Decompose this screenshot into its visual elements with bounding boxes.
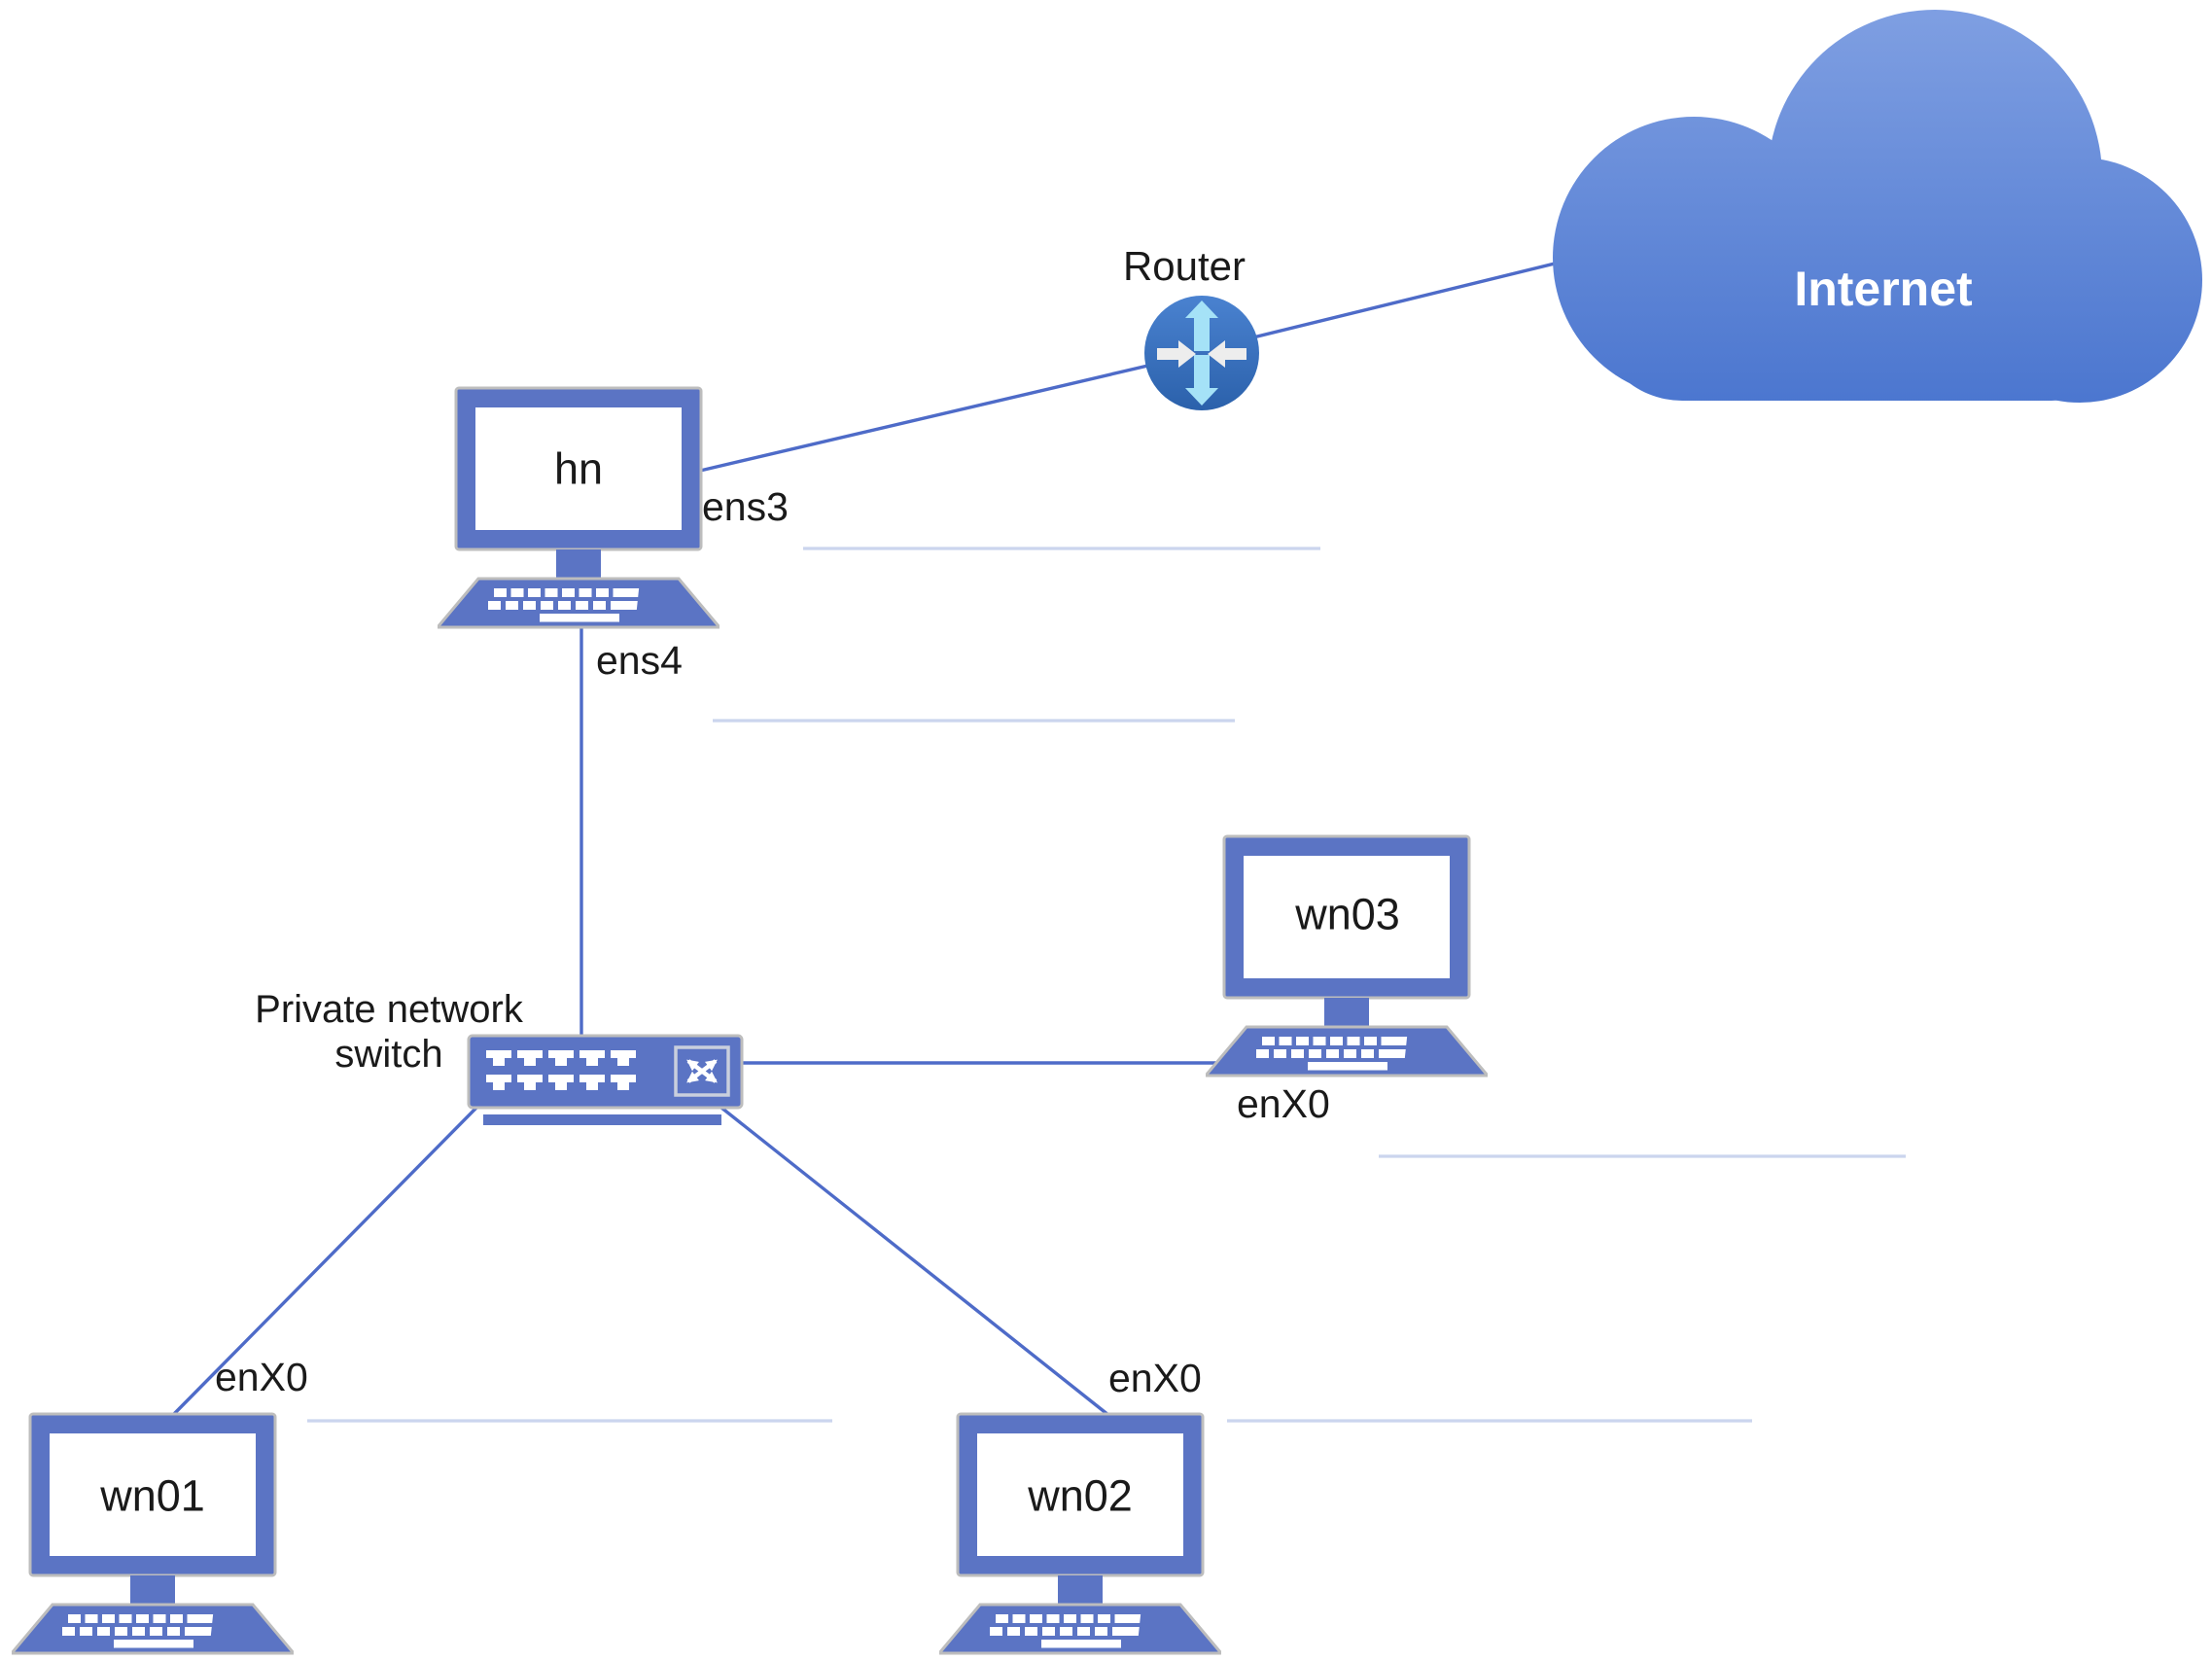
router-arrow-up	[1185, 300, 1218, 351]
node-label-wn02: wn02	[1028, 1470, 1133, 1521]
switch-icon	[467, 1034, 744, 1125]
interface-label-wn01-enx0: enX0	[215, 1355, 308, 1399]
interface-label-wn02-enx0: enX0	[1108, 1356, 1202, 1400]
computer-icon-wn01	[12, 1412, 294, 1655]
switch-label-line1: Private network	[255, 988, 523, 1031]
connector-lines	[168, 247, 1615, 1420]
router-arrow-down	[1185, 355, 1218, 406]
router-arrow-right	[1157, 340, 1196, 368]
link-hn-router	[699, 351, 1203, 473]
interface-label-ens4: ens4	[596, 638, 683, 683]
switch-label: Private network switch	[255, 988, 523, 1077]
switch-crossover-icon	[674, 1045, 730, 1097]
node-label-hn: hn	[553, 443, 604, 494]
link-router-internet	[1201, 247, 1615, 352]
link-switch-wn02	[720, 1106, 1110, 1417]
router-label: Router	[1122, 243, 1246, 289]
computer-icon-wn02	[939, 1412, 1221, 1655]
switch-base	[483, 1114, 721, 1125]
switch-ports	[486, 1050, 636, 1090]
computer-icon-wn03	[1206, 834, 1488, 1078]
switch-label-line2: switch	[334, 1032, 443, 1076]
internet-label: Internet	[1794, 262, 1973, 316]
link-switch-wn01	[168, 1106, 478, 1420]
blank-ip-underlines	[307, 547, 1906, 1423]
router-icon	[1144, 296, 1259, 410]
internet-cloud	[1553, 10, 2202, 403]
computer-icon-hn	[438, 386, 720, 629]
router-arrow-left	[1208, 340, 1246, 368]
interface-label-ens3: ens3	[702, 484, 789, 529]
interface-label-wn03-enx0: enX0	[1237, 1081, 1330, 1126]
node-label-wn01: wn01	[100, 1470, 205, 1521]
node-label-wn03: wn03	[1295, 889, 1400, 939]
